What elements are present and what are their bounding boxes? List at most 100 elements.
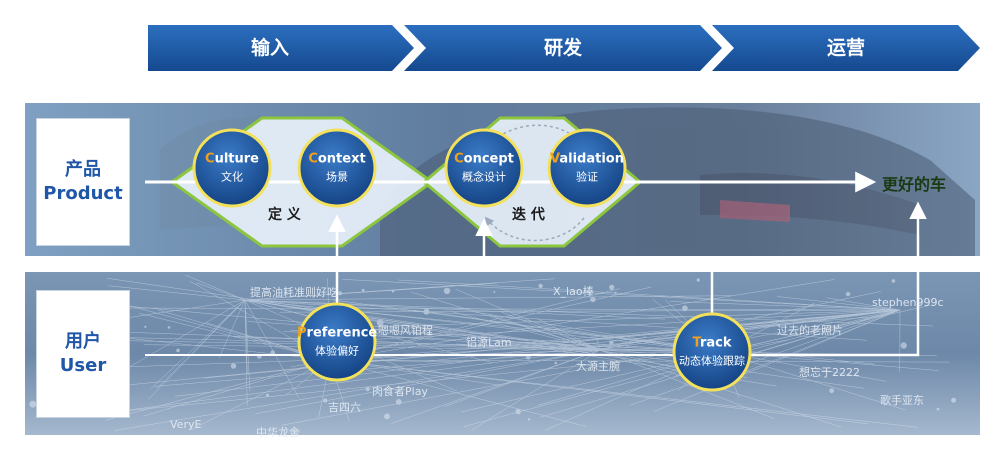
product-row-label: 产品 Product xyxy=(36,118,130,246)
network-line xyxy=(355,311,721,353)
network-line xyxy=(190,359,331,430)
network-line xyxy=(329,359,586,427)
track-to-concept-arrow xyxy=(475,218,714,316)
network-dot xyxy=(696,278,700,282)
network-label: stephen999c xyxy=(872,296,944,309)
network-dot xyxy=(376,319,384,327)
network-dot xyxy=(609,284,615,290)
network-label: 吉四六 xyxy=(328,401,361,414)
network-dot xyxy=(936,407,940,411)
network-line xyxy=(595,337,601,351)
network-dot xyxy=(515,408,521,415)
network-line xyxy=(329,286,652,361)
network-dot xyxy=(951,397,957,403)
network-dot xyxy=(614,291,617,295)
network-dot xyxy=(554,361,558,365)
network-dot xyxy=(829,388,835,394)
network-dot xyxy=(230,363,237,369)
network-line xyxy=(355,309,901,341)
preference-node xyxy=(297,302,377,382)
context-node xyxy=(297,128,377,208)
network-label: 中华龙舍 xyxy=(256,426,300,439)
network-dot xyxy=(176,348,180,353)
network-label: 过去的老照片 xyxy=(777,324,843,337)
network-dot xyxy=(527,418,531,421)
network-dot xyxy=(489,345,492,348)
network-line xyxy=(244,299,248,374)
network-dot xyxy=(323,398,328,403)
network-line xyxy=(333,299,721,353)
network-label: 铝源Lam xyxy=(466,336,512,349)
network-line xyxy=(669,301,901,311)
network-label: 肉食者Play xyxy=(372,385,428,398)
network-line xyxy=(444,349,601,407)
network-dot xyxy=(384,413,390,420)
network-label: 大源主腕 xyxy=(576,360,620,373)
network-dot xyxy=(29,400,37,408)
network-line xyxy=(630,309,901,406)
network-label: VeryE xyxy=(170,418,202,431)
network-dot xyxy=(609,340,614,345)
network-dot xyxy=(270,350,276,355)
network-line xyxy=(244,299,300,398)
phase-label-operation: 运营 xyxy=(826,37,865,59)
network-line xyxy=(244,299,251,392)
network-dot xyxy=(338,291,343,296)
network-line xyxy=(653,309,901,412)
network-line xyxy=(108,285,246,301)
network-line xyxy=(826,297,901,311)
phase-arrow-rnd xyxy=(404,25,722,71)
network-line xyxy=(110,300,331,361)
network-label: 嗯嗯风铂程 xyxy=(378,324,433,337)
better-car-label: 更好的车 xyxy=(882,175,947,194)
phase-arrow-operation xyxy=(712,25,980,71)
network-line xyxy=(244,299,933,327)
user-label-zh: 用户 xyxy=(65,331,101,352)
network-label: X_lao棒 xyxy=(553,285,594,298)
network-dot xyxy=(423,308,430,315)
network-dot xyxy=(265,393,270,397)
define-label: 定 义 xyxy=(268,207,301,223)
network-line xyxy=(218,299,246,358)
phase-label-input: 输入 xyxy=(250,37,289,59)
network-dot xyxy=(391,289,395,293)
phase-arrow-input xyxy=(148,25,414,71)
network-line xyxy=(105,359,331,421)
network-dot xyxy=(365,386,370,392)
culture-node xyxy=(192,128,272,208)
network-line xyxy=(104,351,721,414)
network-line xyxy=(329,359,950,363)
network-dot xyxy=(167,326,171,329)
network-dot xyxy=(891,279,896,283)
phase-label-rnd: 研发 xyxy=(543,37,582,59)
network-line xyxy=(329,279,835,361)
network-line xyxy=(398,279,901,311)
validation-node xyxy=(547,128,627,208)
network-line xyxy=(156,299,246,389)
network-line xyxy=(154,349,601,387)
network-line xyxy=(342,279,901,311)
network-line xyxy=(345,309,901,328)
network-line xyxy=(329,316,878,361)
network-line xyxy=(244,299,665,320)
iterate-label: 迭 代 xyxy=(512,207,545,223)
network-dot xyxy=(144,325,147,328)
network-line xyxy=(599,336,647,351)
network-dot xyxy=(900,342,907,349)
network-line xyxy=(185,274,246,301)
user-row-label: 用户 User xyxy=(36,290,130,418)
network-line xyxy=(102,309,901,414)
track-node xyxy=(672,312,752,392)
network-line xyxy=(455,288,601,351)
network-dot xyxy=(395,399,402,405)
network-line xyxy=(329,288,620,361)
network-dot xyxy=(682,305,688,312)
network-line xyxy=(329,359,869,425)
network-line xyxy=(471,349,601,431)
concept-node xyxy=(444,128,524,208)
network-line xyxy=(244,286,447,301)
network-line xyxy=(114,349,601,431)
network-dot xyxy=(443,287,451,295)
network-line xyxy=(426,309,901,362)
